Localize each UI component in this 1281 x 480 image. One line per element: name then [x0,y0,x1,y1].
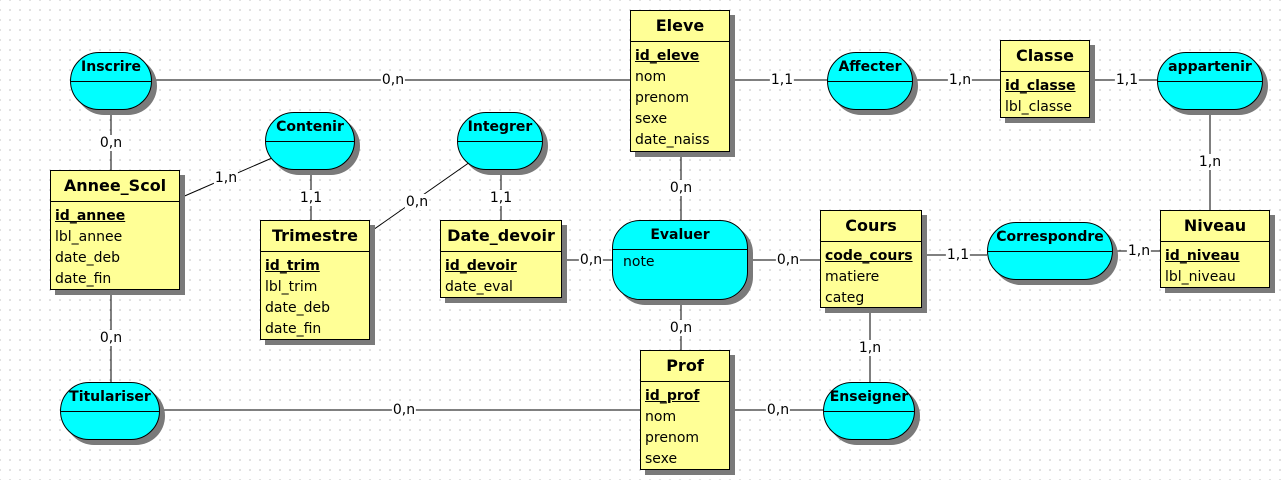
cardinality-label: 0,n [380,72,406,88]
association-divider [828,81,912,82]
cardinality-label: 1,1 [298,190,324,206]
cardinality-label: 0,n [98,330,124,346]
association-name: Correspondre [996,229,1104,245]
cardinality-label: 0,n [98,135,124,151]
entity-title: Niveau [1161,211,1269,242]
entity-attribute: lbl_trim [265,279,318,295]
association-divider [1158,81,1262,82]
cardinality-label: 0,n [578,252,604,268]
entity-attribute: id_eleve [635,48,700,64]
entity-attribute: date_deb [55,250,120,266]
association-appartenir[interactable]: appartenir [1157,52,1263,110]
entity-title: Prof [641,351,729,382]
cardinality-label: 1,1 [945,247,971,263]
entity-title: Classe [1001,41,1089,72]
association-name: Enseigner [829,389,909,405]
entity-attribute: matiere [825,269,880,285]
entity-attribute: date_deb [265,300,330,316]
association-integrer[interactable]: Integrer [457,112,543,170]
cardinality-label: 1,n [213,170,239,186]
entity-trimestre[interactable]: Trimestre id_trim lbl_trim date_deb date… [260,220,370,340]
association-contenir[interactable]: Contenir [265,112,355,170]
association-divider [988,251,1112,252]
association-name: appartenir [1168,59,1252,75]
entity-attribute: sexe [645,451,678,467]
association-enseigner[interactable]: Enseigner [823,382,915,440]
association-evaluer[interactable]: Evaluer note [612,220,748,300]
association-name: Evaluer [650,227,710,243]
entity-attribute: nom [645,409,677,425]
association-divider [824,411,914,412]
cardinality-label: 0,n [775,252,801,268]
association-divider [613,249,747,250]
association-affecter[interactable]: Affecter [827,52,913,110]
association-name: Affecter [838,59,902,75]
entity-attribute: date_naiss [635,132,710,148]
entity-attribute: date_eval [445,279,513,295]
association-divider [266,141,354,142]
entity-attribute: id_annee [55,208,126,224]
entity-attribute: code_cours [825,248,913,264]
entity-title: Date_devoir [441,221,561,252]
association-attribute: note [623,254,655,270]
entity-attribute: prenom [635,90,690,106]
entity-title: Eleve [631,11,729,42]
association-correspondre[interactable]: Correspondre [987,222,1113,280]
cardinality-label: 0,n [668,320,694,336]
cardinality-label: 0,n [765,402,791,418]
association-inscrire[interactable]: Inscrire [70,52,152,110]
cardinality-label: 1,1 [1114,72,1140,88]
entity-title: Annee_Scol [51,171,179,202]
entity-eleve[interactable]: Eleve id_eleve nom prenom sexe date_nais… [630,10,730,152]
cardinality-label: 1,n [1126,243,1152,259]
cardinality-label: 1,1 [488,190,514,206]
cardinality-label: 1,n [1197,154,1223,170]
cardinality-label: 1,n [947,72,973,88]
cardinality-label: 0,n [404,194,430,210]
entity-attribute: id_prof [645,388,700,404]
entity-title: Cours [821,211,921,242]
entity-attribute: nom [635,69,667,85]
entity-attribute: id_classe [1005,78,1076,94]
entity-attribute: id_devoir [445,258,517,274]
entity-attribute: prenom [645,430,700,446]
association-name: Titulariser [69,389,151,405]
entity-attribute: sexe [635,111,668,127]
entity-attribute: id_trim [265,258,320,274]
association-name: Contenir [276,119,344,135]
association-divider [458,141,542,142]
entity-attribute: lbl_classe [1005,99,1073,115]
cardinality-label: 0,n [391,402,417,418]
entity-annee-scol[interactable]: Annee_Scol id_annee lbl_annee date_deb d… [50,170,180,290]
association-name: Inscrire [81,59,141,75]
entity-attribute: lbl_niveau [1165,269,1236,285]
entity-title: Trimestre [261,221,369,252]
association-titulariser[interactable]: Titulariser [60,382,160,440]
entity-cours[interactable]: Cours code_cours matiere categ [820,210,922,308]
association-divider [71,81,151,82]
entity-attribute: id_niveau [1165,248,1240,264]
cardinality-label: 1,1 [769,72,795,88]
cardinality-label: 0,n [668,180,694,196]
cardinality-label: 1,n [857,340,883,356]
entity-attribute: lbl_annee [55,229,123,245]
entity-niveau[interactable]: Niveau id_niveau lbl_niveau [1160,210,1270,288]
association-divider [61,411,159,412]
entity-attribute: date_fin [55,271,112,287]
entity-date-devoir[interactable]: Date_devoir id_devoir date_eval [440,220,562,298]
entity-attribute: categ [825,290,865,306]
entity-classe[interactable]: Classe id_classe lbl_classe [1000,40,1090,118]
entity-prof[interactable]: Prof id_prof nom prenom sexe [640,350,730,470]
entity-attribute: date_fin [265,321,322,337]
association-name: Integrer [467,119,533,135]
